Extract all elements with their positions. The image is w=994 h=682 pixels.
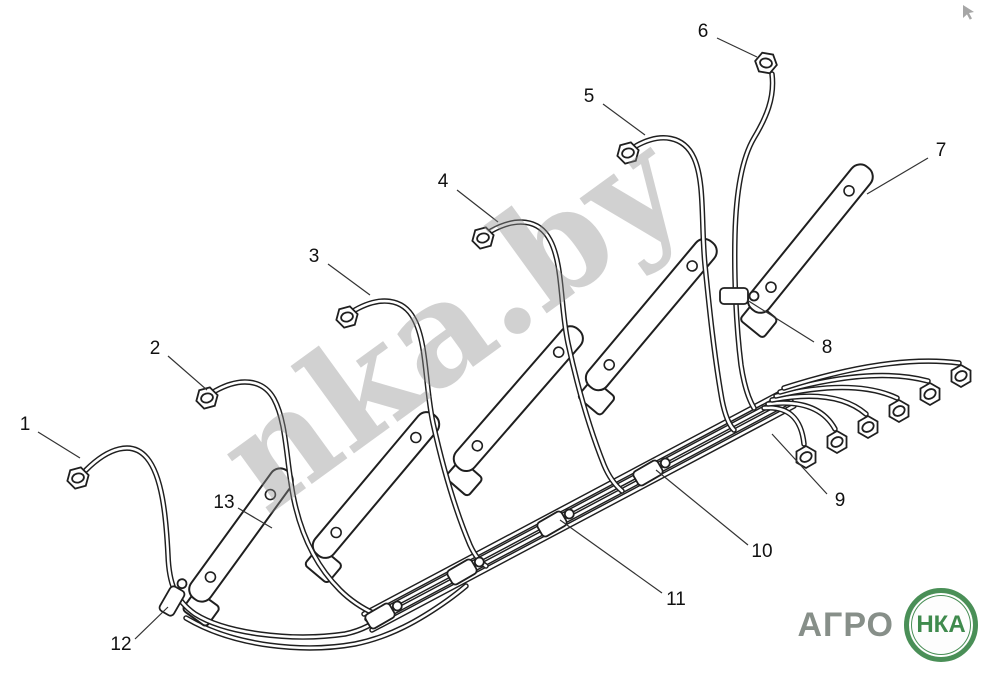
callout-label-5: 5 (584, 86, 595, 107)
callout-leader-13 (237, 507, 273, 529)
fuel-pipe-6 (735, 74, 773, 408)
callout-label-2: 2 (150, 338, 161, 359)
callout-leader-7 (866, 157, 929, 195)
callout-leader-10 (655, 469, 749, 546)
bracket-3 (445, 325, 584, 497)
callout-leader-12 (134, 606, 169, 640)
callout-label-1: 1 (20, 414, 31, 435)
callout-leader-1 (37, 431, 81, 459)
bracket-7 (740, 163, 874, 338)
callout-leader-4 (456, 189, 499, 223)
callout-label-4: 4 (438, 171, 449, 192)
bracket-2 (304, 411, 441, 584)
callout-leader-3 (327, 263, 371, 296)
callout-label-3: 3 (309, 246, 320, 267)
bracket-4 (577, 238, 718, 416)
callout-leader-5 (602, 103, 646, 136)
brand-logo-badge: НКА (904, 588, 978, 662)
callout-leader-9 (771, 433, 828, 495)
callout-leader-11 (559, 519, 663, 594)
brand-logo-prefix: АГРО (797, 605, 894, 644)
callout-label-9: 9 (835, 490, 846, 511)
callout-leader-6 (716, 37, 758, 58)
callout-leader-2 (167, 355, 208, 391)
callout-label-6: 6 (698, 21, 709, 42)
brand-logo-badge-text: НКА (916, 611, 966, 638)
callout-leader-8 (746, 299, 815, 343)
callout-label-10: 10 (751, 541, 772, 562)
bracket-13 (182, 467, 294, 627)
brand-logo: АГРО НКА (797, 588, 978, 662)
callout-label-12: 12 (110, 634, 131, 655)
callout-label-13: 13 (213, 492, 234, 513)
callout-label-11: 11 (666, 589, 686, 610)
callout-label-7: 7 (936, 140, 947, 161)
callout-label-8: 8 (822, 337, 833, 358)
